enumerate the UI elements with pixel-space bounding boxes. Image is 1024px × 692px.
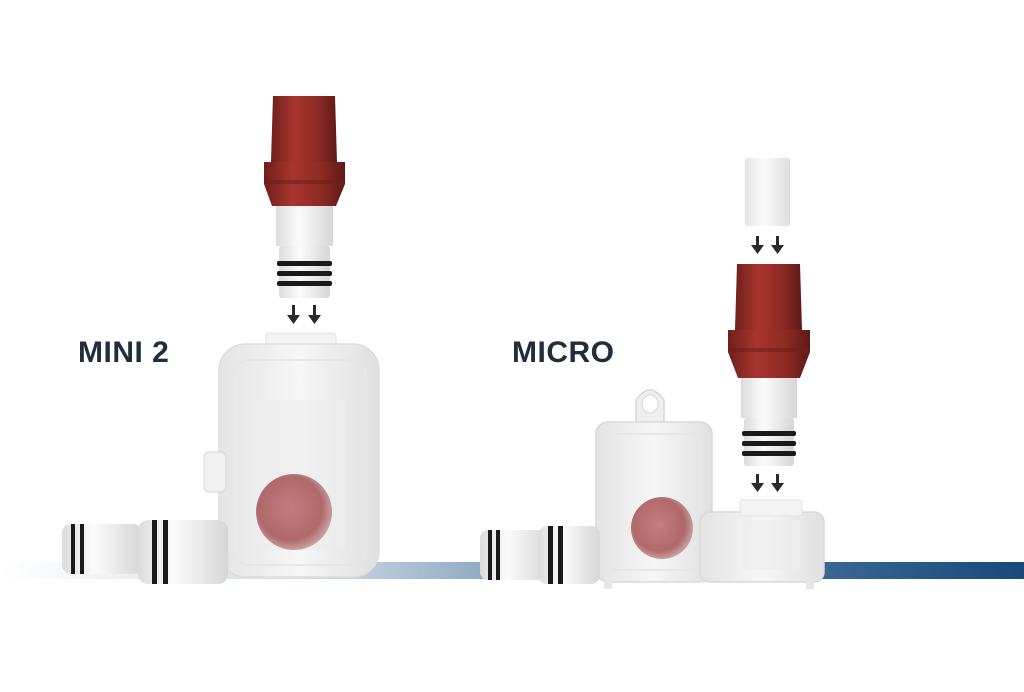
micro-outlet-pipe xyxy=(480,526,600,584)
micro-hanging-loop xyxy=(635,389,665,427)
micro-red-adapter xyxy=(728,264,810,378)
o-ring xyxy=(742,431,796,436)
down-arrow-icon xyxy=(751,236,784,254)
down-arrow-icon xyxy=(751,474,784,492)
micro-pump xyxy=(480,158,825,589)
micro-label: MICRO xyxy=(512,336,615,369)
o-ring xyxy=(277,271,332,276)
mini-outlet-pipe xyxy=(62,520,228,584)
o-ring xyxy=(277,281,332,286)
mini-float-ball xyxy=(256,474,332,550)
o-ring xyxy=(277,261,332,266)
micro-float-ball xyxy=(631,497,693,559)
mini-red-adapter xyxy=(264,96,345,206)
o-ring xyxy=(742,451,796,456)
mini-2-pump xyxy=(62,96,380,584)
micro-cap xyxy=(745,158,790,226)
o-ring xyxy=(742,441,796,446)
micro-white-stem xyxy=(741,378,797,466)
mini-2-label: MINI 2 xyxy=(78,336,170,369)
mini-white-stem xyxy=(276,206,333,298)
down-arrow-icon xyxy=(287,305,321,324)
